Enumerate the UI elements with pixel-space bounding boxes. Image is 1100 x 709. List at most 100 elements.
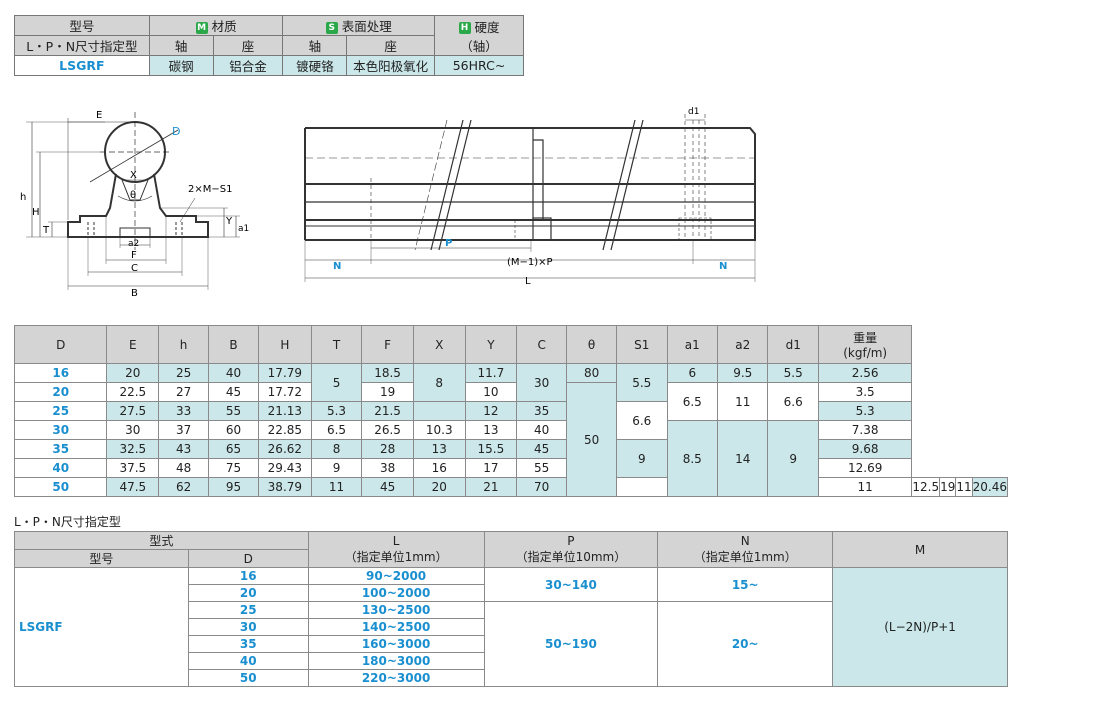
label-Y: Y <box>225 216 233 227</box>
col-weight: 重量(kgf/m) <box>817 325 913 364</box>
hardness-sub-label: （轴） <box>460 38 498 54</box>
label-M-S1: 2×M−S1 <box>188 184 232 195</box>
form-header: 型式 <box>14 531 309 550</box>
cell-D: 25 <box>13 401 108 421</box>
label-theta: θ <box>130 190 136 201</box>
cell-a1: 12.5 <box>911 477 941 497</box>
cell-h: 33 <box>158 401 210 421</box>
cell-X: 20 <box>412 477 466 497</box>
cross-section-drawing: E D X θ 2×M−S1 h H T Y a1 a2 F C B <box>20 110 249 299</box>
label-h: h <box>20 192 26 203</box>
label-X: X <box>130 170 137 181</box>
lpn-N2: 20~ <box>657 601 834 687</box>
cell-Y: 12 <box>464 401 518 421</box>
cell-a1: 6 <box>666 363 719 383</box>
cell-h: 25 <box>158 363 210 383</box>
cell-H: 21.13 <box>257 401 312 421</box>
N-header: N（指定单位1mm） <box>657 531 834 568</box>
cell-h: 37 <box>158 420 210 440</box>
cell-E: 37.5 <box>106 458 160 478</box>
mat-seat-cell: 铝合金 <box>212 55 284 76</box>
cell-T: 9 <box>310 458 363 478</box>
lpn-D: 25 <box>187 601 309 619</box>
side-view-drawing: d1 P N (M−1)×P N L <box>304 107 756 287</box>
cell-S1: 6.6 <box>616 401 668 440</box>
cell-h: 27 <box>158 382 210 402</box>
cell-D: 20 <box>13 382 108 402</box>
cell-X: 16 <box>412 458 466 478</box>
mat-shaft-cell: 碳钢 <box>148 55 214 76</box>
table-row: 50 220~3000 <box>15 669 1008 687</box>
label-P: P <box>445 238 452 249</box>
lpn-D: 20 <box>187 584 309 602</box>
col-D: D <box>13 325 108 364</box>
label-B: B <box>131 288 138 299</box>
label-T: T <box>42 225 50 236</box>
cell-d1: 5.5 <box>767 363 819 383</box>
col-a1: a1 <box>666 325 719 364</box>
cell-d1: 11 <box>955 477 973 497</box>
cell-X: 8 <box>412 363 466 402</box>
cell-d1: 9 <box>767 420 819 497</box>
cell-E: 20 <box>106 363 160 383</box>
cell-E: 47.5 <box>106 477 160 497</box>
col-H: H <box>257 325 312 364</box>
hardness-header-label: 硬度 <box>474 19 500 35</box>
cell-T: 11 <box>310 477 363 497</box>
model-cell: LSGRF <box>14 55 150 76</box>
col-theta: θ <box>566 325 618 364</box>
table-row: 16 20 25 40 17.79 5 18.5 8 11.7 30 80 5.… <box>13 363 1008 402</box>
cell-Y: 17 <box>464 458 518 478</box>
cell-T: 8 <box>310 439 363 459</box>
cell-h: 62 <box>158 477 210 497</box>
cell-a2: 14 <box>716 420 769 497</box>
lpn-L: 90~2000 <box>307 567 485 585</box>
col-d1: d1 <box>767 325 819 364</box>
cell-H: 26.62 <box>257 439 312 459</box>
lpn-L: 180~3000 <box>307 652 485 670</box>
col-Y: Y <box>464 325 518 364</box>
cell-C: 55 <box>516 458 568 478</box>
col-h: h <box>158 325 210 364</box>
cell-F: 18.5 <box>361 363 414 383</box>
col-C: C <box>516 325 568 364</box>
cell-S1: 5.5 <box>616 363 668 402</box>
table-row: 30 30 37 60 22.85 6.5 26.5 10.3 13 40 8.… <box>13 420 1008 497</box>
lpn-M: (L−2N)/P+1 <box>832 567 1008 687</box>
cell-H: 22.85 <box>257 420 312 440</box>
label-a1: a1 <box>238 224 249 234</box>
cell-E: 30 <box>106 420 160 440</box>
cell-T: 6.5 <box>310 420 363 440</box>
label-MP: (M−1)×P <box>507 257 553 268</box>
cell-D: 40 <box>13 458 108 478</box>
label-a2: a2 <box>128 239 139 249</box>
table-row: 35 32.5 43 65 26.62 8 28 13 15.5 45 9 9.… <box>13 439 1008 478</box>
lpn-P2: 50~190 <box>483 601 659 687</box>
D-header: D <box>187 549 309 568</box>
lpn-D: 50 <box>187 669 309 687</box>
label-L: L <box>525 276 531 287</box>
cell-H: 17.79 <box>257 363 312 383</box>
hardness-badge-icon: H <box>458 22 471 34</box>
col-F: F <box>361 325 414 364</box>
lpn-L: 140~2500 <box>307 618 485 636</box>
cell-X: 13 <box>412 439 466 459</box>
cell-E: 27.5 <box>106 401 160 421</box>
label-E: E <box>96 110 102 121</box>
type-header: 型号 <box>14 15 150 36</box>
cell-B: 95 <box>208 477 259 497</box>
cell-F: 28 <box>361 439 414 459</box>
lpn-L: 160~3000 <box>307 635 485 653</box>
label-D: D <box>172 125 180 138</box>
cell-Y: 10 <box>464 382 518 402</box>
L-header-label: L <box>392 534 400 548</box>
lpn-P1: 30~140 <box>483 567 659 602</box>
cell-T: 5 <box>310 363 363 402</box>
lpn-D: 30 <box>187 618 309 636</box>
cell-a1: 8.5 <box>666 420 719 497</box>
col-B: B <box>208 325 259 364</box>
dimension-table: D E h B H T F X Y C θ S1 a1 a2 d1 重量(kgf… <box>13 325 1009 497</box>
